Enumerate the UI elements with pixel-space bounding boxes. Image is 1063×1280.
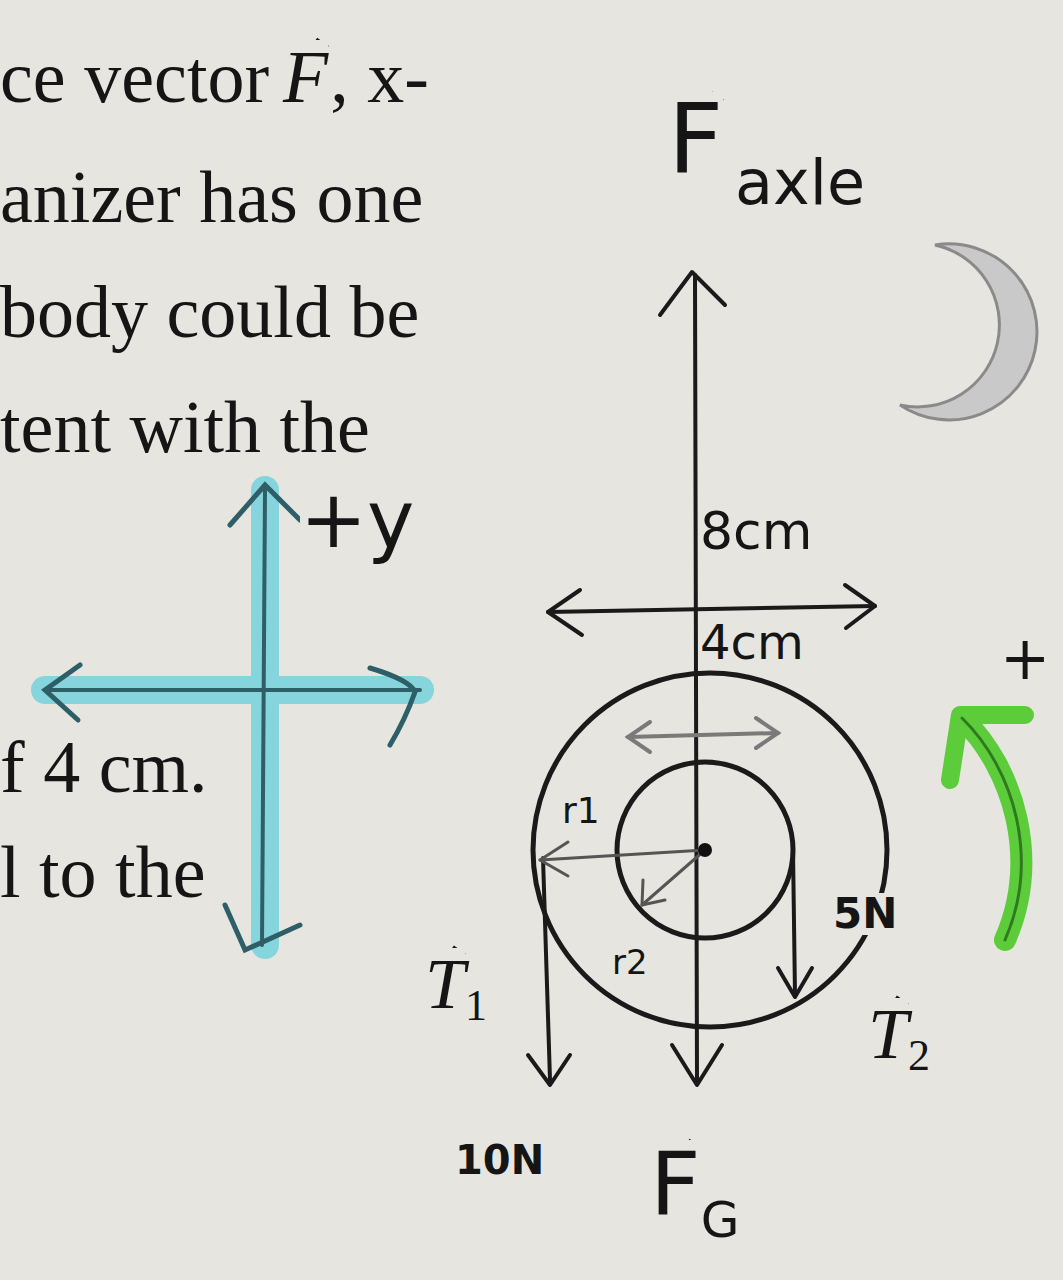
textbook-text: anizer has one: [0, 160, 423, 234]
textbook-text: , x-: [330, 40, 429, 114]
force-subscript: axle: [735, 152, 865, 214]
force-value: 10N: [455, 1140, 544, 1180]
textbook-text: body could be: [0, 275, 419, 349]
textbook-text: f 4 cm.: [0, 730, 208, 804]
tension-subscript: 1: [465, 984, 487, 1028]
radius-label: r2: [612, 945, 648, 979]
force-label: F: [650, 1140, 701, 1228]
force-subscript: G: [701, 1195, 740, 1245]
textbook-text: tent with the: [0, 390, 370, 464]
tension-label: T: [868, 998, 908, 1070]
tension-label: T: [425, 948, 465, 1020]
force-label: F: [668, 92, 723, 188]
force-value: 5N: [833, 893, 897, 935]
radius-label: r1: [562, 793, 600, 829]
dimension-label: 8cm: [700, 505, 812, 557]
axis-label: +y: [300, 480, 414, 560]
sign-label: +: [1000, 628, 1050, 688]
dimension-label: 4cm: [700, 618, 804, 666]
vector-symbol: F: [283, 40, 328, 114]
tension-subscript: 2: [908, 1034, 930, 1078]
textbook-text: ce vector: [0, 40, 269, 114]
textbook-text: l to the: [0, 835, 206, 909]
